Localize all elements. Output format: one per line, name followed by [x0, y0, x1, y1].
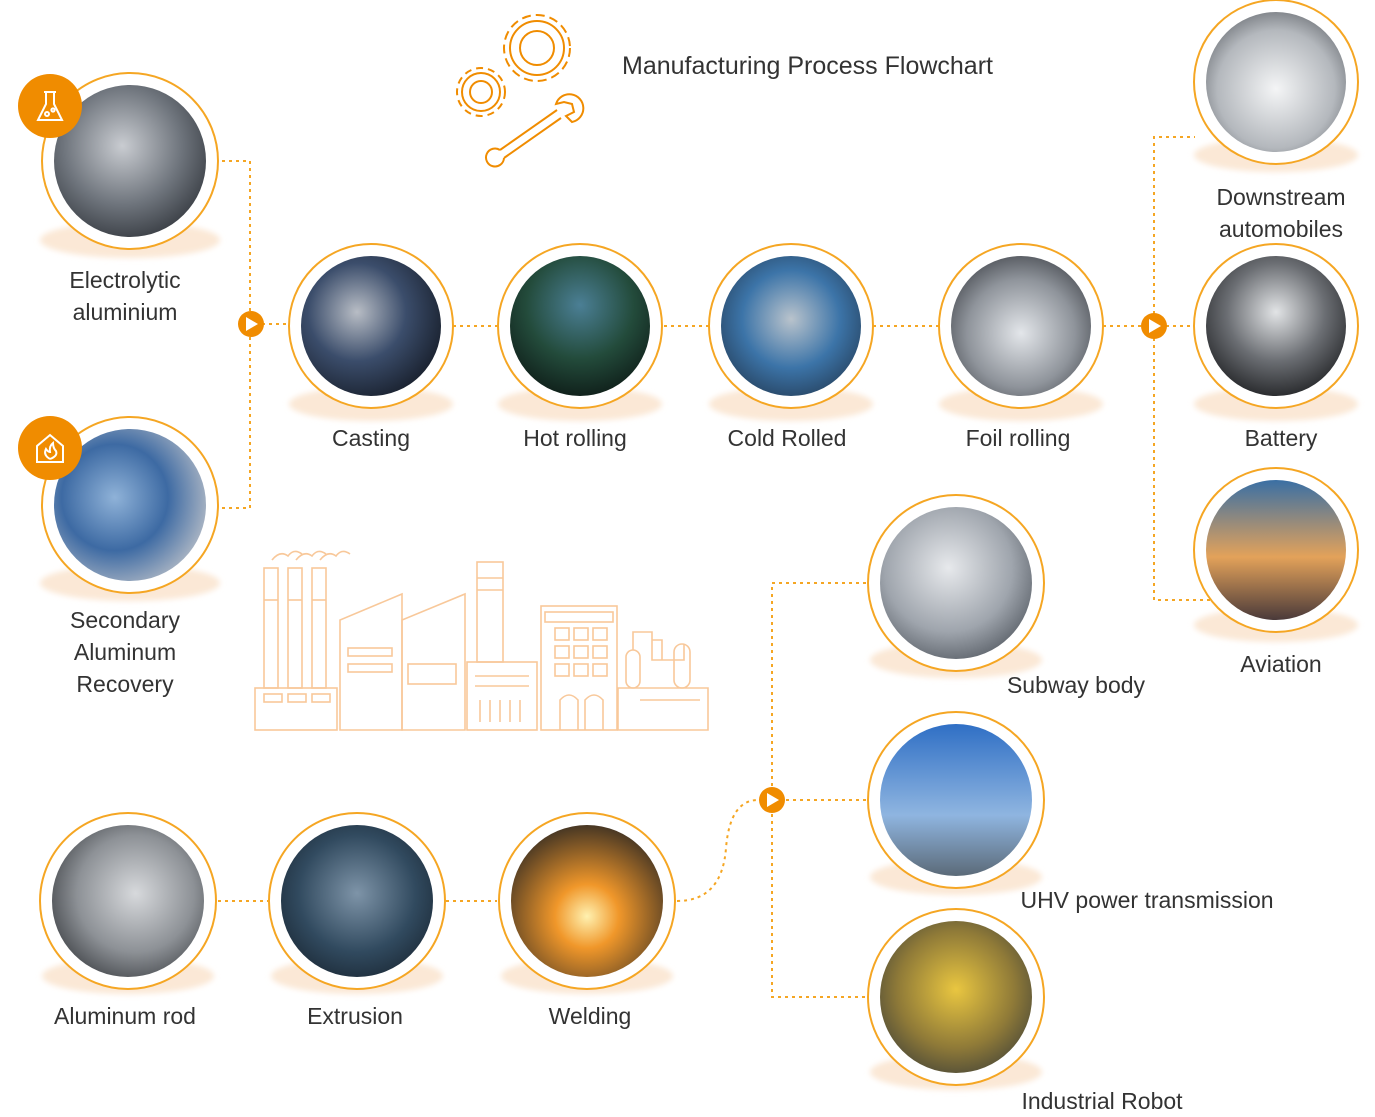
label-welding: Welding — [548, 1003, 632, 1029]
node-subway-body — [867, 494, 1045, 678]
label-foil-rolling: Foil rolling — [965, 425, 1071, 451]
node-battery — [1193, 243, 1359, 421]
page-title: Manufacturing Process Flowchart — [622, 52, 993, 80]
extrusion-photo — [281, 825, 433, 977]
node-hot-rolling — [497, 243, 663, 421]
label-extrusion: Extrusion — [307, 1003, 403, 1029]
connector-electrolytic — [208, 160, 251, 324]
label-uhv-power-transmission: UHV power transmission — [1020, 887, 1274, 913]
node-extrusion — [268, 812, 446, 994]
connector-branch-automobiles — [1153, 136, 1195, 314]
play-arrow-icon — [1149, 319, 1161, 333]
battery-photo — [1206, 256, 1346, 396]
badge-secondary — [18, 416, 82, 480]
connector-branch-robot — [771, 814, 867, 998]
node-secondary-aluminum-recovery — [18, 416, 220, 601]
arrow-junction-3 — [759, 787, 785, 813]
play-arrow-icon — [246, 317, 258, 331]
cold-rolled-photo — [721, 256, 861, 396]
label-cold-rolled: Cold Rolled — [727, 425, 847, 451]
play-arrow-icon — [767, 793, 779, 807]
label-battery: Battery — [1244, 425, 1318, 451]
factory-illustration — [254, 550, 709, 731]
foil-rolling-photo — [951, 256, 1091, 396]
subway-photo — [880, 507, 1032, 659]
arrow-junction-1 — [238, 311, 264, 337]
node-foil-rolling — [938, 243, 1104, 421]
connector-secondary — [208, 324, 251, 509]
casting-photo — [301, 256, 441, 396]
label-aluminum-rod: Aluminum rod — [54, 1003, 196, 1029]
electrolytic-photo — [54, 85, 206, 237]
node-welding — [498, 812, 676, 994]
label-secondary-aluminum-recovery: Secondary Aluminum Recovery — [70, 607, 180, 697]
rod-photo — [52, 825, 204, 977]
connector-lines — [208, 136, 1215, 998]
welding-photo — [511, 825, 663, 977]
nodes — [18, 0, 1359, 1090]
secondary-photo — [54, 429, 206, 581]
node-cold-rolled — [708, 243, 874, 421]
connector-welding-branch — [676, 799, 759, 902]
label-industrial-robot: Industrial Robot — [1021, 1088, 1183, 1114]
node-casting — [288, 243, 454, 421]
badge-electrolytic — [18, 74, 82, 138]
node-uhv-power-transmission — [867, 711, 1045, 895]
gears-wrench-icon — [456, 14, 585, 168]
label-casting: Casting — [332, 425, 410, 451]
robot-photo — [880, 921, 1032, 1073]
hot-rolling-photo — [510, 256, 650, 396]
node-downstream-automobiles — [1193, 0, 1359, 172]
connector-branch-aviation — [1153, 338, 1215, 601]
flask-icon — [36, 91, 64, 121]
node-industrial-robot — [867, 908, 1045, 1090]
node-aluminum-rod — [39, 812, 217, 994]
connector-branch-subway — [771, 582, 867, 786]
label-subway-body: Subway body — [1006, 672, 1146, 698]
node-electrolytic-aluminium — [18, 72, 220, 258]
label-hot-rolling: Hot rolling — [523, 425, 627, 451]
arrow-junction-2 — [1141, 313, 1167, 339]
furnace-fire-icon — [36, 433, 64, 463]
node-aviation — [1193, 467, 1359, 642]
label-electrolytic-aluminium: Electrolytic aluminium — [69, 267, 181, 325]
automobiles-photo — [1206, 12, 1346, 152]
aviation-photo — [1206, 480, 1346, 620]
label-aviation: Aviation — [1240, 651, 1322, 677]
uhv-photo — [880, 724, 1032, 876]
label-downstream-automobiles: Downstream automobiles — [1216, 184, 1346, 242]
